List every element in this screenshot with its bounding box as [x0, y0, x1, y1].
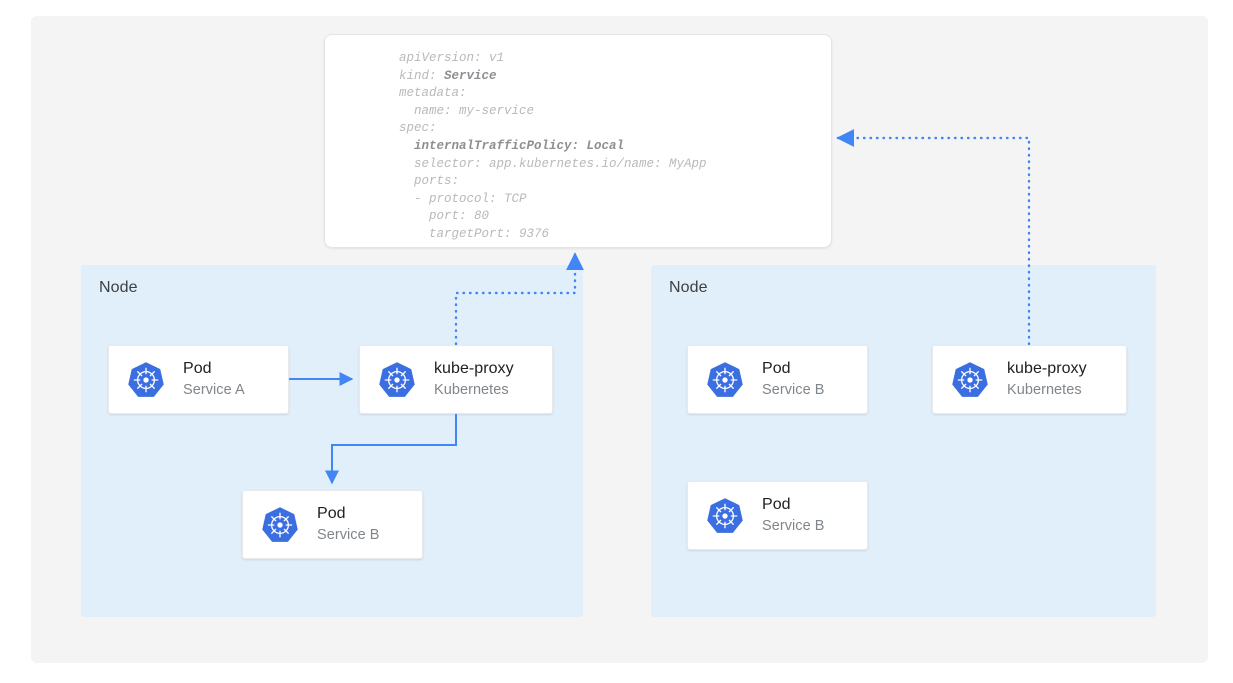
yaml-line: internalTrafficPolicy: Local [399, 138, 625, 153]
yaml-line: targetPort: 9376 [399, 226, 550, 241]
box-subtitle: Service B [317, 527, 380, 543]
kubernetes-icon [260, 505, 300, 545]
kube-proxy-left-box[interactable]: kube-proxy Kubernetes [359, 345, 553, 414]
box-text: kube-proxy Kubernetes [1007, 359, 1087, 400]
kubernetes-icon [126, 360, 166, 400]
pod-service-b-right-bottom-box[interactable]: Pod Service B [687, 481, 868, 550]
box-subtitle: Kubernetes [434, 382, 509, 398]
node-panel-left: Node [81, 265, 583, 617]
box-title: kube-proxy [434, 360, 514, 377]
kubernetes-icon [377, 360, 417, 400]
box-title: Pod [762, 360, 791, 377]
yaml-line: port: 80 [399, 209, 490, 224]
box-title: Pod [183, 360, 212, 377]
box-text: Pod Service B [317, 504, 380, 545]
kubernetes-icon [950, 360, 990, 400]
yaml-line: spec: [399, 121, 437, 136]
yaml-line: ports: [399, 174, 460, 189]
node-panel-right: Node [651, 265, 1156, 617]
box-title: Pod [762, 496, 791, 513]
kubernetes-icon [705, 496, 745, 536]
node-label: Node [669, 279, 708, 296]
node-label: Node [99, 279, 138, 296]
yaml-line: apiVersion: v1 [399, 51, 505, 65]
yaml-line: name: my-service [399, 103, 535, 118]
box-text: kube-proxy Kubernetes [434, 359, 514, 400]
kube-proxy-right-box[interactable]: kube-proxy Kubernetes [932, 345, 1127, 414]
box-subtitle: Service A [183, 382, 245, 398]
box-title: Pod [317, 505, 346, 522]
box-subtitle: Service B [762, 382, 825, 398]
box-text: Pod Service B [762, 495, 825, 536]
yaml-line: metadata: [399, 86, 467, 101]
yaml-line: selector: app.kubernetes.io/name: MyApp [399, 156, 707, 171]
box-subtitle: Service B [762, 518, 825, 534]
yaml-line: - protocol: TCP [399, 191, 527, 206]
box-title: kube-proxy [1007, 360, 1087, 377]
box-text: Pod Service A [183, 359, 245, 400]
pod-service-a-box[interactable]: Pod Service A [108, 345, 289, 414]
service-manifest-yaml: apiVersion: v1 kind: Service metadata: nam… [399, 50, 707, 244]
pod-service-b-left-box[interactable]: Pod Service B [242, 490, 423, 559]
pod-service-b-right-top-box[interactable]: Pod Service B [687, 345, 868, 414]
service-manifest-card: apiVersion: v1 kind: Service metadata: nam… [324, 34, 832, 248]
kubernetes-icon [705, 360, 745, 400]
box-text: Pod Service B [762, 359, 825, 400]
yaml-line: kind: Service [399, 68, 497, 83]
box-subtitle: Kubernetes [1007, 382, 1082, 398]
